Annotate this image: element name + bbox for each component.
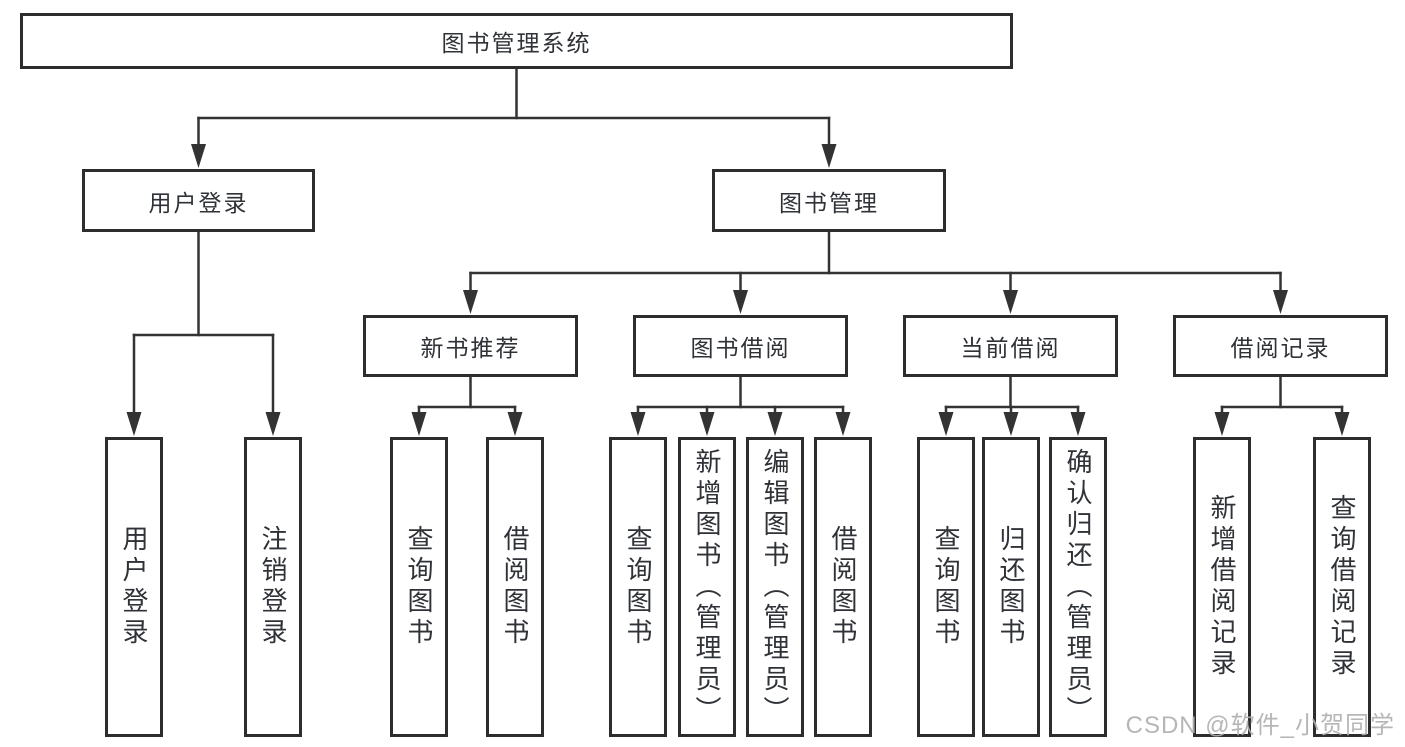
arrowhead-icon	[835, 412, 851, 436]
node-query-borrow-record: 查询借阅记录	[1313, 437, 1371, 737]
arrowhead-icon	[191, 144, 206, 168]
node-label-borrow-books-action: 借阅图书	[828, 525, 858, 649]
node-label-logout-action: 注销登录	[258, 525, 288, 649]
node-book-borrow: 图书借阅	[633, 315, 848, 377]
node-user-login-action: 用户登录	[105, 437, 163, 737]
node-label-query-borrow-record: 查询借阅记录	[1327, 494, 1357, 680]
node-label-root: 图书管理系统	[441, 30, 592, 56]
arrowhead-icon	[733, 290, 748, 314]
node-label-current-borrow: 当前借阅	[960, 335, 1061, 361]
arrowhead-icon	[1003, 412, 1019, 436]
node-label-add-book-admin: 新增图书（管理员）	[692, 447, 722, 727]
node-query-books-current: 查询图书	[917, 437, 975, 737]
arrowhead-icon	[1070, 412, 1086, 436]
arrowhead-icon	[938, 412, 954, 436]
arrowhead-icon	[767, 412, 783, 436]
node-label-return-book: 归还图书	[996, 525, 1026, 649]
arrowhead-icon	[463, 290, 478, 314]
node-add-book-admin: 新增图书（管理员）	[678, 437, 736, 737]
node-root: 图书管理系统	[20, 13, 1013, 69]
node-current-borrow: 当前借阅	[903, 315, 1118, 377]
node-label-borrow-books-rec: 借阅图书	[500, 525, 530, 649]
node-label-new-book-rec: 新书推荐	[420, 335, 521, 361]
node-label-edit-book-admin: 编辑图书（管理员）	[760, 447, 790, 727]
node-logout-action: 注销登录	[244, 437, 302, 737]
node-user-login: 用户登录	[82, 169, 315, 232]
arrowhead-icon	[1334, 412, 1350, 436]
arrowhead-icon	[630, 412, 646, 436]
arrowhead-icon	[1273, 290, 1288, 314]
arrowhead-icon	[411, 412, 427, 436]
node-add-borrow-record: 新增借阅记录	[1193, 437, 1251, 737]
node-label-book-mgmt: 图书管理	[779, 189, 879, 216]
node-label-user-login-action: 用户登录	[119, 525, 149, 649]
arrowhead-icon	[1003, 290, 1018, 314]
arrowhead-icon	[699, 412, 715, 436]
node-label-user-login: 用户登录	[148, 189, 249, 216]
node-new-book-rec: 新书推荐	[363, 315, 578, 377]
node-label-add-borrow-record: 新增借阅记录	[1207, 494, 1237, 680]
node-borrow-books-action: 借阅图书	[814, 437, 872, 737]
node-label-query-books-current: 查询图书	[931, 525, 961, 649]
node-query-books-borrow: 查询图书	[609, 437, 667, 737]
node-query-books-rec: 查询图书	[390, 437, 448, 737]
node-label-query-books-rec: 查询图书	[404, 525, 434, 649]
arrowhead-icon	[265, 412, 281, 436]
node-edit-book-admin: 编辑图书（管理员）	[746, 437, 804, 737]
arrowhead-icon	[126, 412, 142, 436]
arrowhead-icon	[821, 144, 837, 168]
node-return-book: 归还图书	[982, 437, 1040, 737]
node-label-query-books-borrow: 查询图书	[623, 525, 653, 649]
arrowhead-icon	[507, 412, 523, 436]
node-book-mgmt: 图书管理	[712, 169, 946, 232]
arrowhead-icon	[1214, 412, 1230, 436]
node-confirm-return-admin: 确认归还（管理员）	[1049, 437, 1107, 737]
node-label-borrow-records: 借阅记录	[1230, 335, 1331, 361]
watermark: CSDN @软件_小贺同学	[1125, 712, 1395, 739]
node-label-confirm-return-admin: 确认归还（管理员）	[1063, 447, 1093, 727]
node-label-book-borrow: 图书借阅	[690, 335, 791, 361]
node-borrow-records: 借阅记录	[1173, 315, 1388, 377]
node-borrow-books-rec: 借阅图书	[486, 437, 544, 737]
